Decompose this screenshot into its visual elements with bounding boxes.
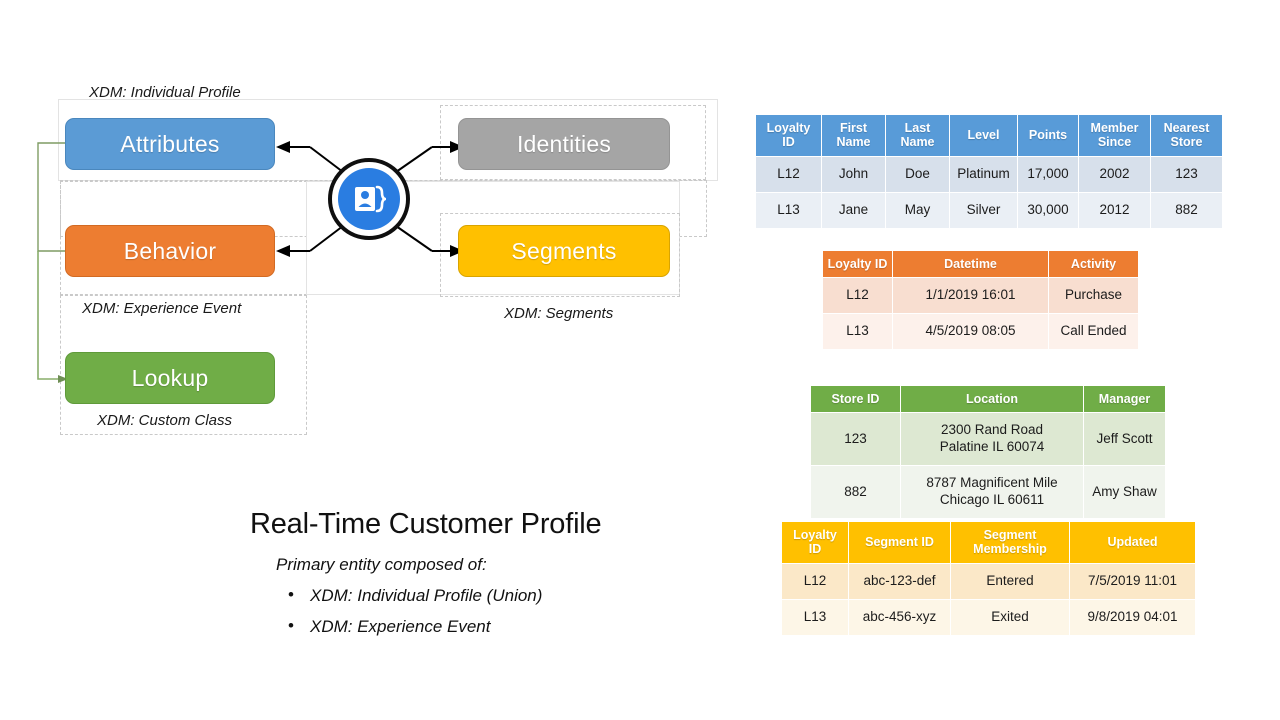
table-cell: Entered (950, 562, 1070, 600)
column-header: Nearest Store (1150, 114, 1223, 157)
label-individual-profile-text: XDM: Individual Profile (89, 84, 241, 101)
table-cell: 17,000 (1017, 155, 1079, 193)
table-cell: Purchase (1048, 277, 1139, 315)
table-cell: Jane (821, 191, 886, 229)
table-cell: Silver (949, 191, 1018, 229)
store-lookup-table: Store ID Location Manager 123 2300 Rand … (810, 384, 1166, 519)
column-header: First Name (821, 114, 886, 157)
profile-table: Loyalty ID First Name Last Name Level Po… (755, 114, 1223, 229)
table-cell: Doe (885, 155, 950, 193)
list-item: XDM: Experience Event (288, 616, 720, 637)
node-segments-label: Segments (511, 237, 617, 264)
column-header: Segment Membership (950, 521, 1070, 564)
label-custom-class-text: XDM: Custom Class (97, 412, 233, 429)
table-cell: L13 (755, 191, 822, 229)
table-cell: 4/5/2019 08:05 (892, 313, 1049, 351)
table-row: L12 abc-123-def Entered 7/5/2019 11:01 (781, 562, 1196, 600)
label-segments: XDM: Segments (504, 305, 613, 322)
table-cell: 7/5/2019 11:01 (1069, 562, 1196, 600)
table-cell: L12 (755, 155, 822, 193)
column-header: Level (949, 114, 1018, 157)
table-row: L13 abc-456-xyz Exited 9/8/2019 04:01 (781, 598, 1196, 636)
caption-bullet-list: XDM: Individual Profile (Union) XDM: Exp… (288, 585, 720, 637)
table-row: 882 8787 Magnificent Mile Chicago IL 606… (810, 465, 1166, 519)
table-cell: 30,000 (1017, 191, 1079, 229)
table-cell: abc-123-def (848, 562, 951, 600)
table-cell: 882 (810, 465, 901, 519)
page-title: Real-Time Customer Profile (250, 508, 602, 540)
node-behavior-label: Behavior (123, 237, 217, 264)
node-lookup[interactable]: Lookup (65, 352, 275, 404)
column-header: Member Since (1078, 114, 1151, 157)
segments-region (440, 213, 680, 297)
table-header-row: Loyalty ID Datetime Activity (822, 249, 1139, 279)
table-cell: 882 (1150, 191, 1223, 229)
column-header: Loyalty ID (781, 521, 849, 564)
node-attributes-label: Attributes (120, 130, 220, 157)
table-cell: 1/1/2019 16:01 (892, 277, 1049, 315)
column-header: Activity (1048, 249, 1139, 279)
table-cell: L13 (822, 313, 893, 351)
column-header: Points (1017, 114, 1079, 157)
diagram-connectors (37, 141, 464, 383)
column-header: Store ID (810, 384, 901, 414)
column-header: Location (900, 384, 1084, 414)
table-cell: Exited (950, 598, 1070, 636)
segment-membership-table: Loyalty ID Segment ID Segment Membership… (781, 521, 1196, 636)
table-cell: L12 (781, 562, 849, 600)
table-cell: 123 (810, 412, 901, 467)
list-item: XDM: Individual Profile (Union) (288, 585, 720, 606)
caption-block: Real-Time Customer Profile Primary entit… (250, 508, 720, 637)
label-custom-class: XDM: Custom Class (97, 412, 232, 429)
identities-region (440, 105, 706, 180)
table-cell: May (885, 191, 950, 229)
column-header: Manager (1083, 384, 1166, 414)
node-lookup-label: Lookup (131, 364, 209, 391)
profile-composition-diagram: Attributes Behavior Lookup Identities Se… (0, 0, 740, 470)
table-cell: abc-456-xyz (848, 598, 951, 636)
table-cell: 2300 Rand Road Palatine IL 60074 (900, 412, 1084, 467)
table-cell: 8787 Magnificent Mile Chicago IL 60611 (900, 465, 1084, 519)
contact-card-icon (338, 168, 400, 230)
table-cell: 123 (1150, 155, 1223, 193)
column-header: Loyalty ID (822, 249, 893, 279)
label-experience-event: XDM: Experience Event (82, 300, 241, 317)
column-header: Updated (1069, 521, 1196, 564)
column-header: Loyalty ID (755, 114, 822, 157)
table-row: L12 1/1/2019 16:01 Purchase (822, 277, 1139, 315)
table-row: 123 2300 Rand Road Palatine IL 60074 Jef… (810, 412, 1166, 467)
table-header-row: Store ID Location Manager (810, 384, 1166, 414)
node-segments[interactable]: Segments (458, 225, 670, 277)
table-cell: 9/8/2019 04:01 (1069, 598, 1196, 636)
node-behavior[interactable]: Behavior (65, 225, 275, 277)
table-cell: 2012 (1078, 191, 1151, 229)
table-cell: Call Ended (1048, 313, 1139, 351)
label-experience-event-text: XDM: Experience Event (82, 300, 242, 317)
column-header: Datetime (892, 249, 1049, 279)
table-cell: L12 (822, 277, 893, 315)
node-identities-label: Identities (516, 130, 612, 157)
table-cell: L13 (781, 598, 849, 636)
table-header-row: Loyalty ID First Name Last Name Level Po… (755, 114, 1223, 157)
caption-subtitle: Primary entity composed of: (276, 555, 487, 574)
table-cell: John (821, 155, 886, 193)
table-row: L13 Jane May Silver 30,000 2012 882 (755, 191, 1223, 229)
custom-class-region (60, 295, 307, 435)
table-cell: 2002 (1078, 155, 1151, 193)
table-row: L13 4/5/2019 08:05 Call Ended (822, 313, 1139, 351)
table-cell: Platinum (949, 155, 1018, 193)
column-header: Last Name (885, 114, 950, 157)
table-cell: Amy Shaw (1083, 465, 1166, 519)
profile-hub[interactable] (328, 158, 410, 240)
label-individual-profile: XDM: Individual Profile (89, 84, 241, 101)
label-segments-text: XDM: Segments (504, 305, 614, 322)
table-header-row: Loyalty ID Segment ID Segment Membership… (781, 521, 1196, 564)
column-header: Segment ID (848, 521, 951, 564)
experience-event-table: Loyalty ID Datetime Activity L12 1/1/201… (822, 249, 1139, 351)
table-row: L12 John Doe Platinum 17,000 2002 123 (755, 155, 1223, 193)
table-cell: Jeff Scott (1083, 412, 1166, 467)
node-identities[interactable]: Identities (458, 118, 670, 170)
node-attributes[interactable]: Attributes (65, 118, 275, 170)
